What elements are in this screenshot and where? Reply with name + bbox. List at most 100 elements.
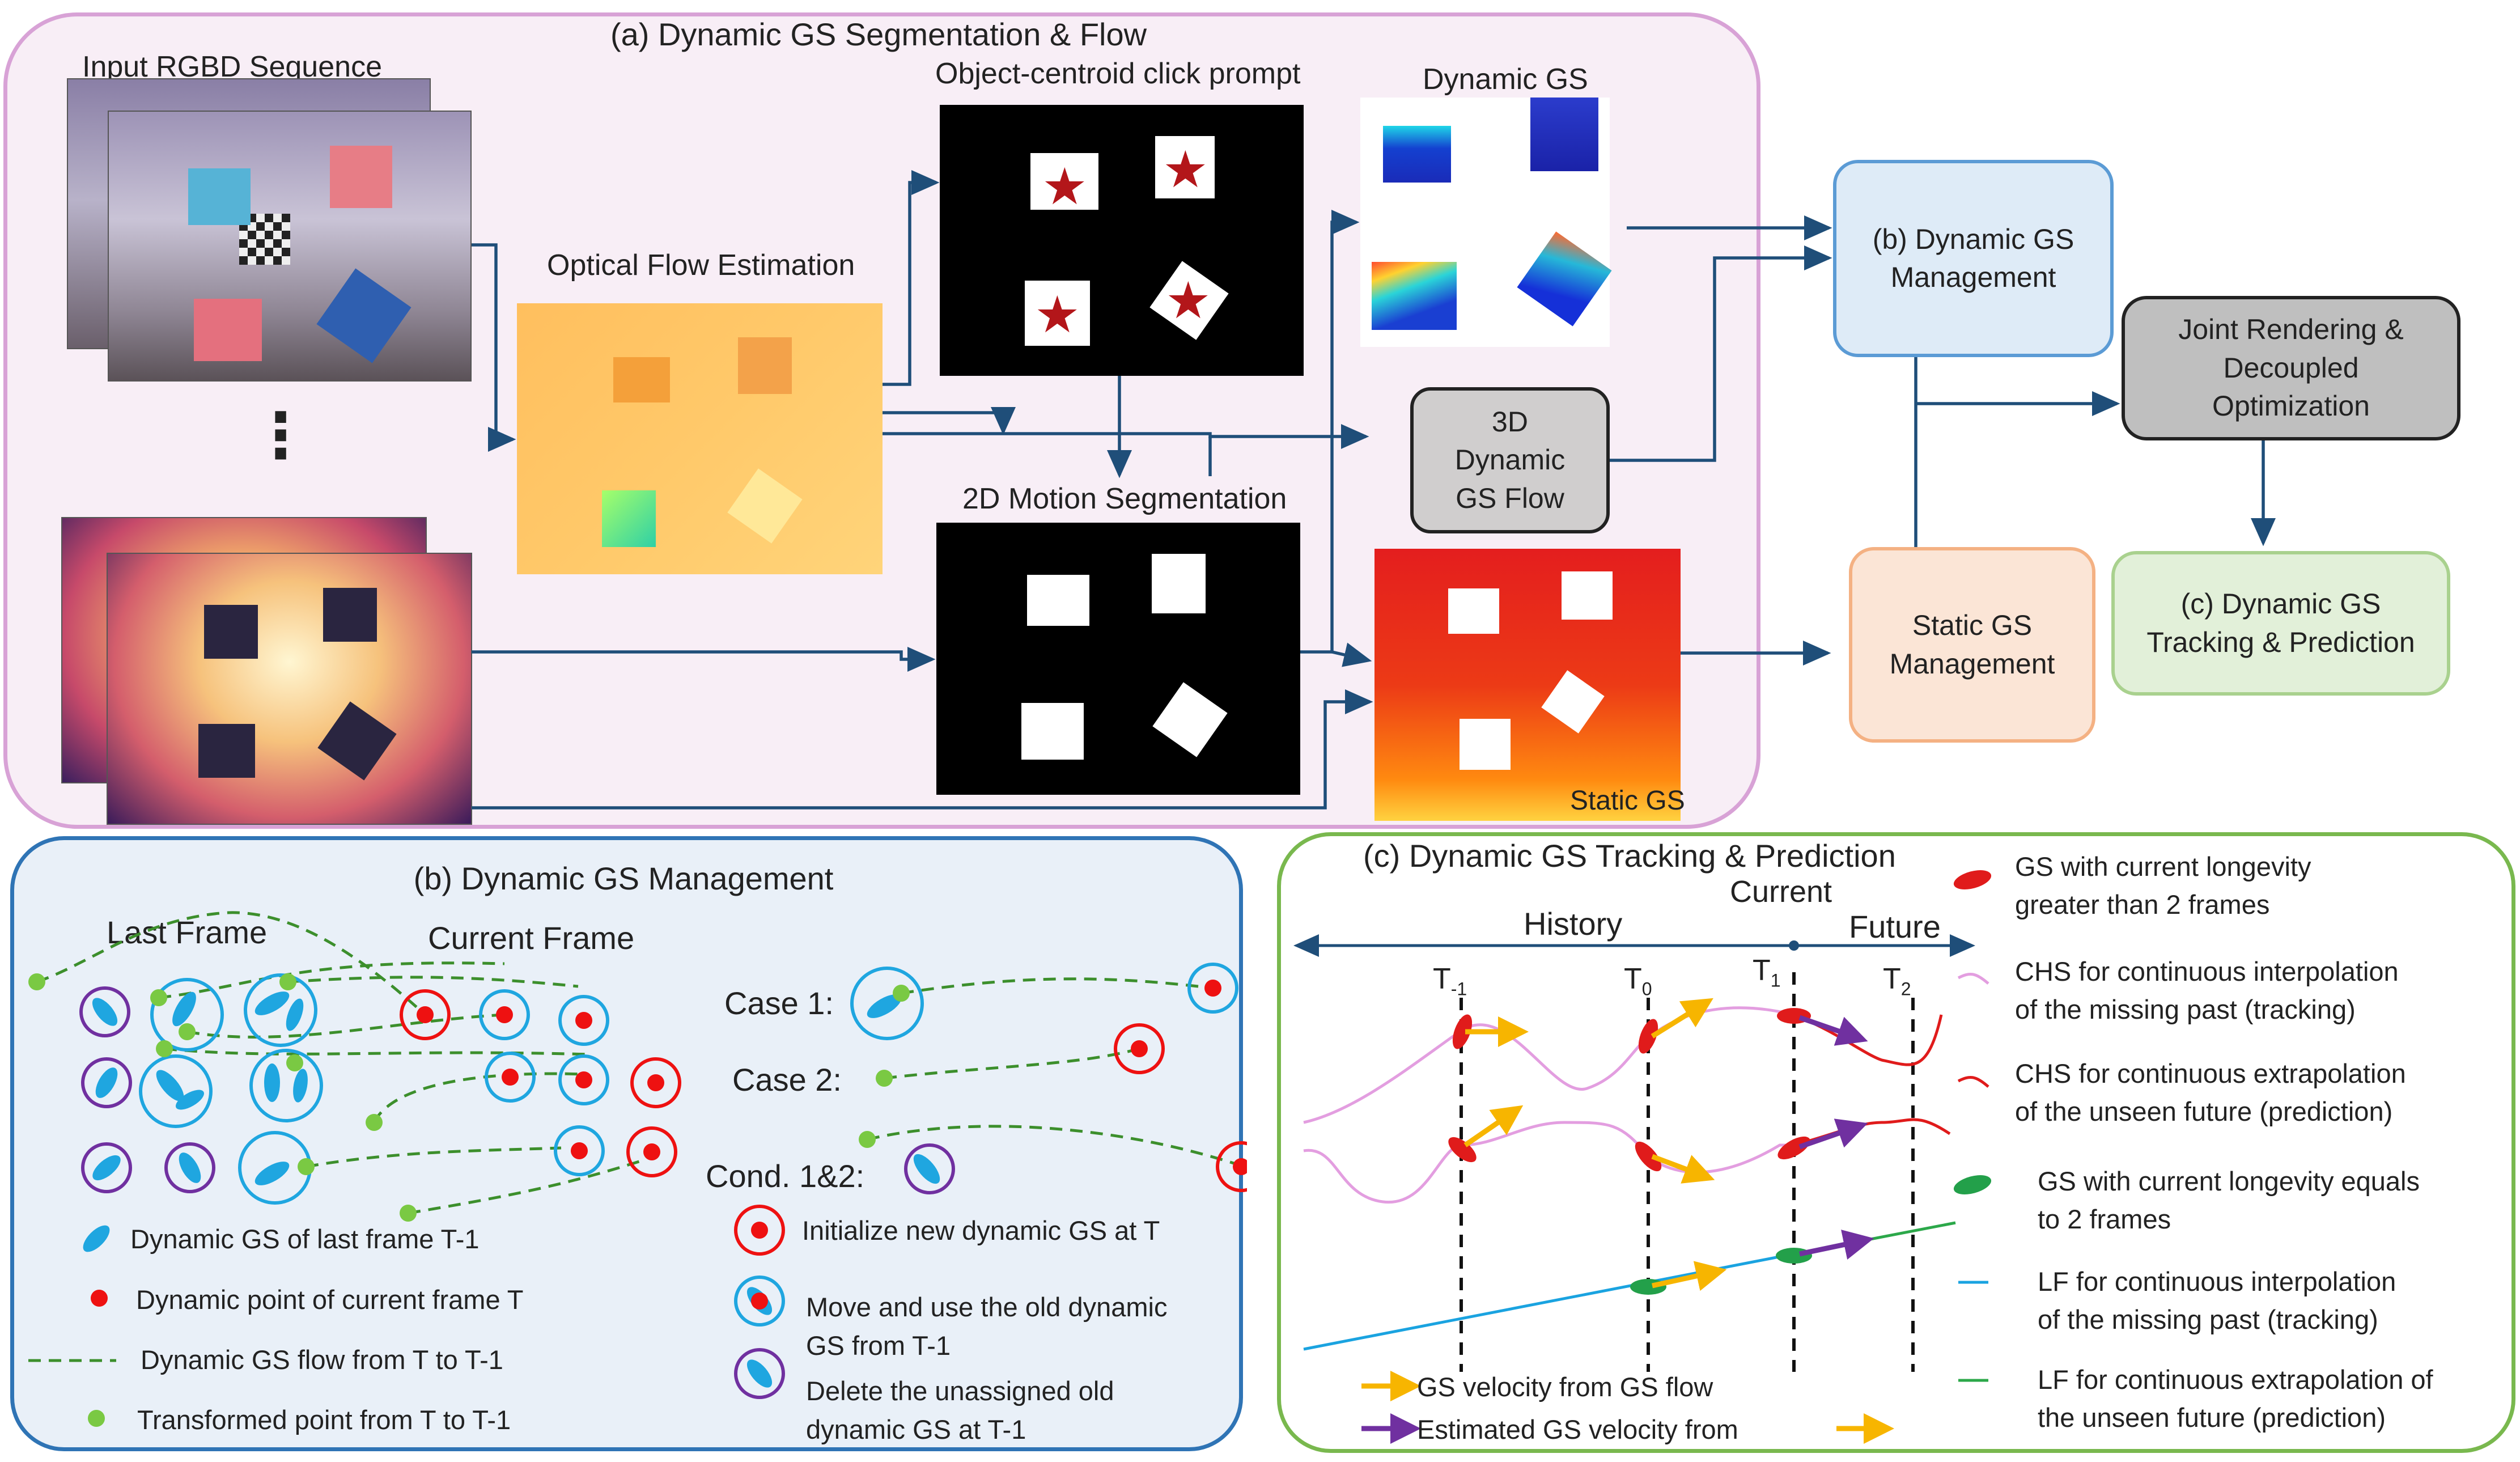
flow-line	[186, 1013, 505, 1039]
c-legend-5b: of the missing past (tracking)	[2038, 1304, 2378, 1334]
cond-label: Cond. 1&2:	[706, 1158, 865, 1194]
gs-red-ellipse	[1452, 1014, 1473, 1049]
flow-line	[306, 1146, 562, 1168]
legend-pink-line	[1957, 972, 1989, 985]
optical-flow-image	[517, 303, 883, 574]
dynamic-gs-image	[1360, 98, 1612, 347]
gs-cube-1	[1383, 126, 1451, 183]
arrow-rgb-to-flow	[472, 243, 516, 452]
velocity-flow-arrow	[1652, 1261, 1727, 1291]
depth-cube-2	[323, 588, 377, 642]
green-point	[298, 1158, 315, 1175]
old-gs-ring	[164, 1142, 215, 1193]
red-point	[1204, 980, 1221, 997]
gs-ellipse	[264, 1063, 280, 1102]
moved-gs-ring	[479, 989, 530, 1040]
panel-a-title: (a) Dynamic GS Segmentation & Flow	[610, 16, 1147, 52]
velocity-flow-arrow	[1651, 1154, 1715, 1184]
arrow-flow-to-prompt	[883, 170, 940, 386]
gs-red-ellipse	[1635, 1141, 1662, 1172]
red-point	[575, 1012, 592, 1029]
star-icon: ★	[1042, 159, 1088, 215]
arrow-depth-to-static	[472, 689, 1373, 810]
current-frame-label: Current Frame	[428, 920, 635, 956]
legend-dyn-gs-last: Dynamic GS of last frame T-1	[130, 1224, 480, 1254]
gs-ellipse	[95, 1067, 118, 1098]
flow-blob-1	[613, 357, 670, 402]
red-point	[647, 1074, 664, 1091]
gs-ellipse	[293, 1069, 308, 1103]
flow-line	[287, 976, 579, 988]
velocity-flow-label: GS velocity from GS flow	[1417, 1372, 1713, 1402]
chs-interp-lower	[1303, 1121, 1794, 1204]
legend-red-point	[91, 1290, 108, 1307]
static-gs-management-box: Static GS Management	[1849, 547, 2095, 743]
lf-interp-line	[1303, 1252, 1794, 1351]
green-point	[156, 1040, 173, 1057]
red-point	[1131, 1040, 1148, 1057]
flow-line	[884, 1047, 1140, 1080]
chs-interp-upper	[1303, 1006, 1794, 1124]
dynamic-gs-management-box: (b) Dynamic GS Management	[1833, 160, 2114, 357]
cube-2122	[330, 146, 392, 208]
new-gs-ring	[630, 1057, 681, 1108]
c-legend-4b: to 2 frames	[2038, 1204, 2171, 1234]
moved-gs-ring	[139, 1054, 213, 1128]
depth-frame-front	[107, 553, 472, 825]
t-label-2: T2	[1883, 963, 1911, 999]
arrow-flow-to-main	[883, 407, 1016, 435]
motion-seg-image	[936, 523, 1300, 795]
panel-c-graphics	[1293, 870, 1992, 1444]
moved-gs-ring	[558, 995, 609, 1046]
green-point	[28, 973, 45, 990]
old-gs-ring	[904, 1143, 955, 1194]
current-label: Current	[1730, 875, 1832, 909]
legend-flow: Dynamic GS flow from T to T-1	[141, 1345, 503, 1375]
panel-b-graphics	[28, 911, 1247, 1427]
green-point	[279, 973, 296, 990]
tracking-prediction-box: (c) Dynamic GS Tracking & Prediction	[2111, 551, 2450, 696]
green-point	[179, 1023, 196, 1040]
flow-line	[901, 977, 1214, 995]
legend-red-ring	[734, 1205, 785, 1256]
moved-gs-ring	[850, 967, 924, 1040]
flow-line	[867, 1125, 1236, 1166]
c-legend-3a: CHS for continuous extrapolation	[2015, 1058, 2406, 1088]
arrow-flow-to-3dflow	[883, 424, 1369, 449]
red-point	[575, 1071, 592, 1088]
arrow-depth-to-seg	[472, 647, 936, 672]
t-label-0: T0	[1624, 963, 1652, 999]
cube-1413	[188, 168, 251, 225]
c-legend-2a: CHS for continuous interpolation	[2015, 956, 2399, 986]
dynamic-gs-label: Dynamic GS	[1423, 63, 1588, 96]
new-gs-ring	[1114, 1023, 1165, 1074]
case2-label: Case 2:	[732, 1062, 842, 1097]
legend-red-point	[751, 1222, 768, 1239]
old-gs-ring	[79, 986, 130, 1037]
t-label-1: T1	[1753, 954, 1781, 991]
gs-cube-2	[1530, 98, 1598, 171]
static-gs-image	[1374, 549, 1681, 821]
moved-gs-ring	[1187, 963, 1238, 1014]
green-point	[876, 1070, 893, 1087]
ellipsis-dots: ⋮	[249, 401, 312, 471]
motion-seg-label: 2D Motion Segmentation	[962, 482, 1287, 515]
legend-move-2: GS from T-1	[806, 1330, 951, 1361]
moved-gs-ring	[558, 1054, 609, 1105]
c-legend-1b: greater than 2 frames	[2015, 889, 2270, 919]
star-icon: ★	[1034, 287, 1080, 344]
arrows-layer-a	[472, 170, 2276, 810]
moved-gs-ring	[554, 1125, 605, 1176]
gs-ellipse	[179, 1152, 201, 1183]
old-gs-ring	[81, 1057, 132, 1108]
legend-red-point	[751, 1293, 768, 1310]
c-legend-1a: GS with current longevity	[2015, 851, 2311, 882]
green-point	[150, 989, 167, 1006]
legend-init: Initialize new dynamic GS at T	[802, 1215, 1160, 1245]
gs-ellipse	[92, 1155, 121, 1181]
flow-line	[164, 1047, 590, 1056]
seg-mask-3	[1021, 703, 1084, 760]
gs-ellipse	[172, 991, 196, 1027]
cube-32	[194, 299, 262, 361]
new-gs-ring	[1216, 1141, 1247, 1192]
